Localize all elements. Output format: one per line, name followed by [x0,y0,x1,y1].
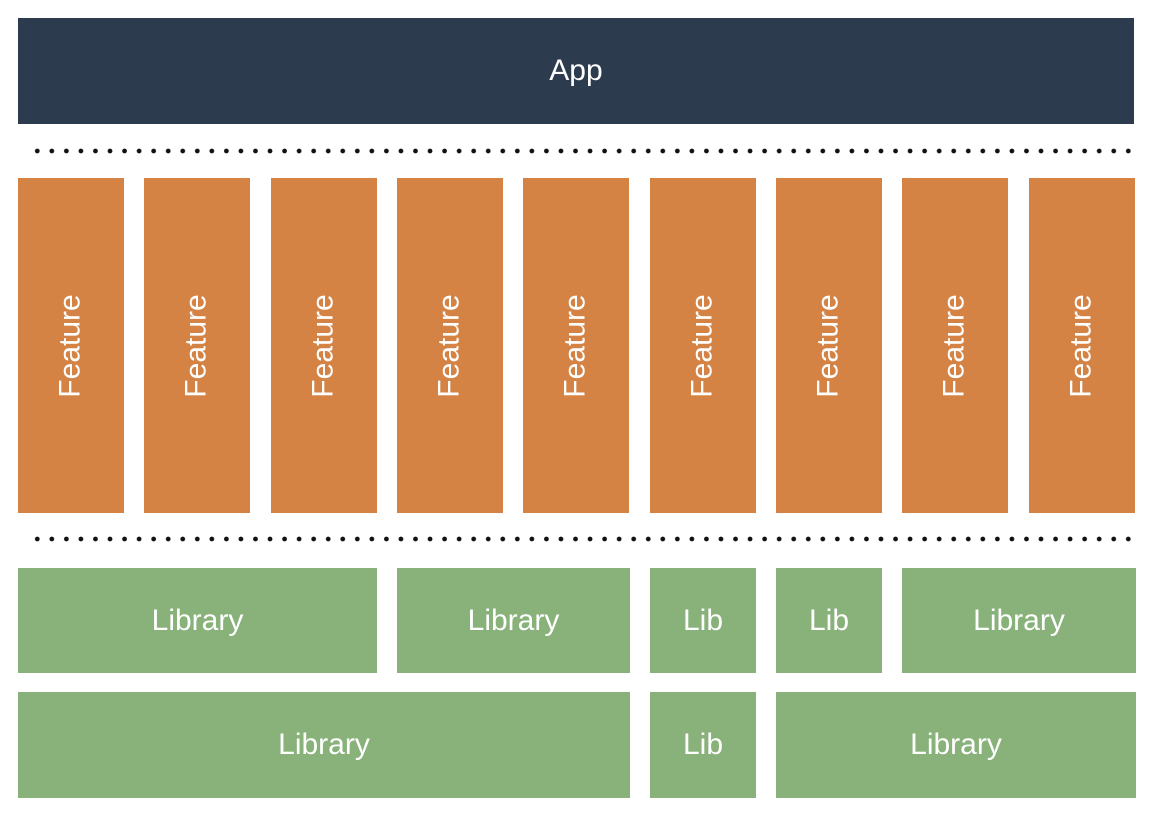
feature-block: Feature [902,178,1008,513]
feature-label: Feature [1064,293,1098,398]
lib-block: Lib [650,568,756,673]
feature-label: Feature [179,293,213,398]
library-label: Library [278,728,370,761]
lib-label: Lib [808,603,850,637]
feature-block: Feature [271,178,377,513]
lib-label: Lib [682,603,724,637]
feature-label: Feature [937,293,971,398]
library-block: Library [18,568,377,673]
library-label: Library [467,603,560,637]
library-block: Library [776,692,1136,798]
dotted-separator-top [30,148,1134,154]
library-label: Library [151,603,244,637]
app-label: App [549,54,603,87]
feature-block: Feature [144,178,250,513]
feature-label: Feature [558,293,592,398]
feature-block: Feature [1029,178,1135,513]
library-block: Library [18,692,630,798]
lib-block: Lib [650,692,756,798]
library-label: Library [973,603,1065,637]
feature-block: Feature [523,178,629,513]
lib-block: Lib [776,568,882,673]
dotted-separator-bottom [30,536,1134,542]
library-block: Library [397,568,630,673]
feature-label: Feature [306,293,340,398]
library-label: Library [910,728,1002,761]
feature-label: Feature [685,293,719,398]
feature-label: Feature [432,293,466,398]
feature-label: Feature [811,293,845,398]
feature-block: Feature [18,178,124,513]
library-block: Library [902,568,1136,673]
feature-label: Feature [53,293,87,398]
feature-block: Feature [776,178,882,513]
feature-block: Feature [397,178,503,513]
feature-block: Feature [650,178,756,513]
lib-label: Lib [682,728,724,761]
app-layer: App [18,18,1134,124]
